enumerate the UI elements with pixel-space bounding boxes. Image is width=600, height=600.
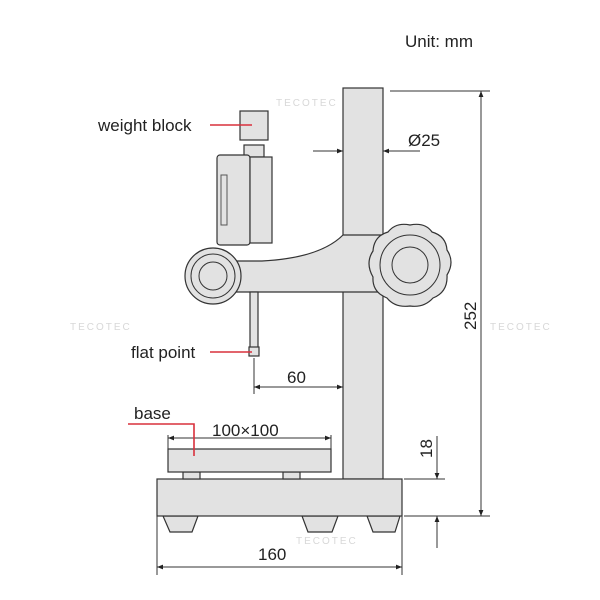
base-body [156,448,403,533]
svg-text:TECOTEC: TECOTEC [490,322,552,333]
label-weight-block: weight block [97,116,252,135]
svg-text:weight block: weight block [97,116,192,135]
platform [167,448,332,473]
svg-text:252: 252 [461,302,480,330]
foot [366,515,401,533]
dim-column-diameter: Ø25 [313,131,440,154]
dim-base-width: 160 [156,516,403,575]
svg-text:TECOTEC: TECOTEC [70,322,132,333]
svg-text:base: base [134,404,171,423]
svg-text:Ø25: Ø25 [408,131,440,150]
dim-total-height: 252 [390,90,490,517]
label-base: base [128,404,195,456]
dial-indicator [216,110,273,357]
svg-text:160: 160 [258,545,286,564]
right-knob [368,223,452,307]
svg-text:TECOTEC: TECOTEC [296,536,358,547]
label-flat-point: flat point [131,343,252,362]
dim-reach: 60 [253,358,343,394]
svg-text:100×100: 100×100 [212,421,279,440]
dim-platform-size: 100×100 [167,421,332,449]
foot [301,515,339,533]
svg-text:60: 60 [287,368,306,387]
unit-label: Unit: mm [405,32,473,51]
svg-text:TECOTEC: TECOTEC [276,98,338,109]
dim-base-height: 18 [404,436,445,548]
svg-text:18: 18 [417,439,436,458]
weight-block [239,110,269,141]
foot [162,515,199,533]
svg-text:flat point: flat point [131,343,196,362]
watermark: TECOTEC TECOTEC TECOTEC TECOTEC [70,98,552,547]
left-knob [184,247,242,305]
